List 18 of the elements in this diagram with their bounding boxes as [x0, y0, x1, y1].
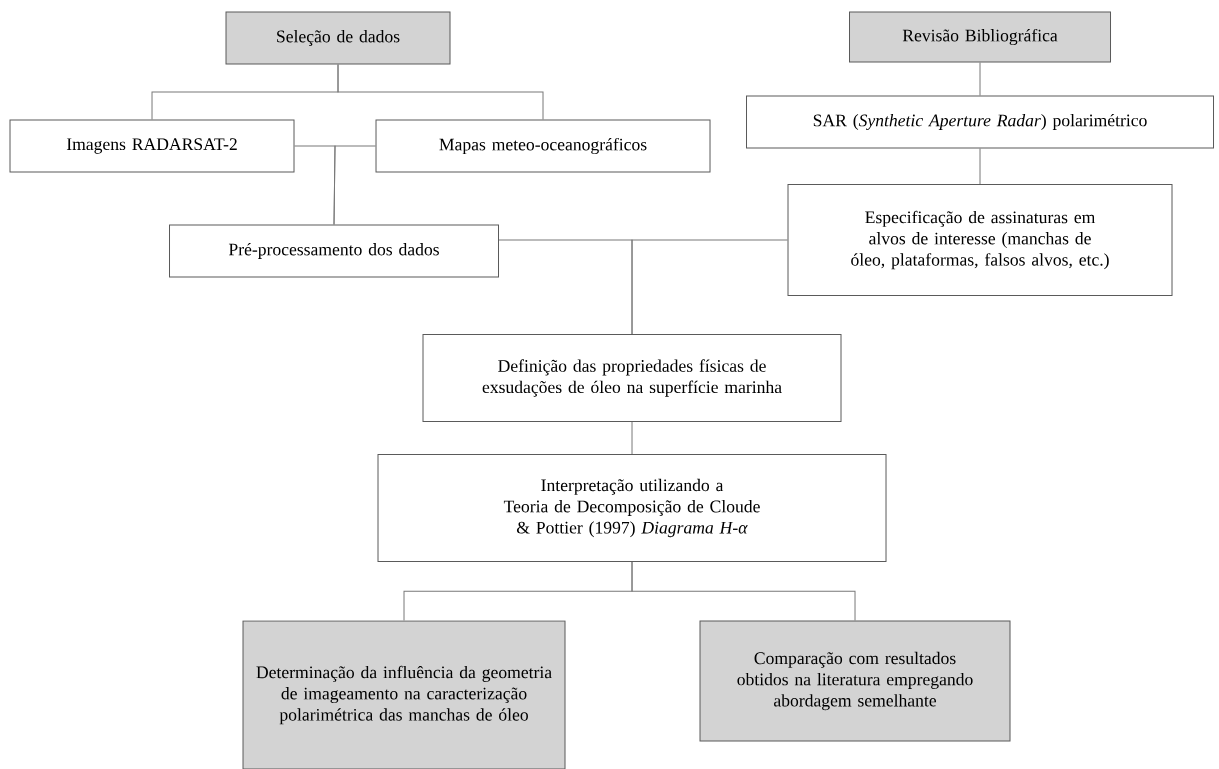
step-box: Definição das propriedades físicas de exsudações de óleo na superfície marinha — [422, 334, 842, 422]
connector-line — [979, 62, 981, 96]
connector-line — [337, 64, 544, 120]
connector-line — [979, 148, 981, 185]
step-box: Pré-processamento dos dados — [169, 224, 499, 278]
step-box: Especificação de assinaturas em alvos de interesse (manchas de óleo, plataformas, falsos alvos, etc.) — [787, 184, 1173, 296]
step-box: Revisão Bibliográfica — [849, 11, 1111, 63]
connector-line — [631, 239, 788, 335]
connector-line — [631, 561, 856, 621]
step-box: SAR (Synthetic Aperture Radar) polarimétrico — [746, 95, 1214, 149]
result-box: Determinação da influência da geometria de imageamento na caracterização polarimétrica das manchas de óleo — [242, 620, 566, 769]
step-box: Imagens RADARSAT-2 — [9, 119, 295, 173]
result-box: Comparação com resultados obtidos na literatura empregando abordagem semelhante — [699, 620, 1011, 742]
connector-line — [333, 145, 376, 225]
step-box: Seleção de dados — [225, 11, 451, 65]
connector-line — [631, 421, 633, 455]
step-box: Interpretação utilizando a Teoria de Decomposição de Cloude & Pottier (1997) Diagrama H-α — [377, 454, 887, 562]
step-box: Mapas meteo-oceanográficos — [375, 119, 711, 173]
